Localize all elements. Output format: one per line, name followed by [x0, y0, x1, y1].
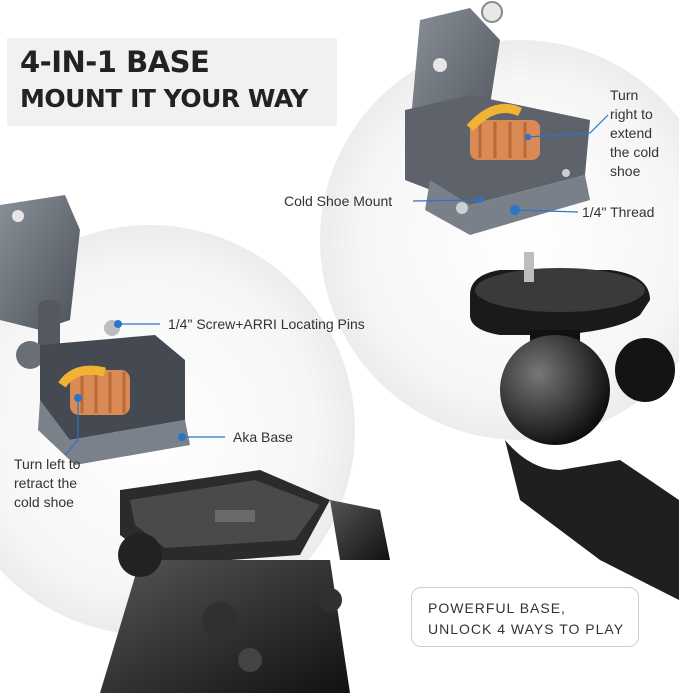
screw-pins-label: 1/4" Screw+ARRI Locating Pins	[168, 316, 365, 332]
turn-left-label: Turn left to retract the cold shoe	[14, 456, 81, 510]
headline-line-1: 4-IN-1 BASE	[20, 45, 210, 79]
leader-lines	[64, 114, 609, 456]
turn-right-label: Turn right to extend the cold shoe	[610, 87, 660, 179]
ball-head-assembly	[470, 252, 679, 600]
headline-box	[7, 38, 337, 126]
headline-line-2: MOUNT IT YOUR WAY	[20, 84, 308, 113]
feature-callout: POWERFUL BASE, UNLOCK 4 WAYS TO PLAY	[411, 587, 639, 647]
thread-label: 1/4" Thread	[582, 204, 655, 220]
aka-base-label: Aka Base	[233, 429, 293, 445]
callout-line-1: POWERFUL BASE,	[428, 600, 566, 616]
callout-line-2: UNLOCK 4 WAYS TO PLAY	[428, 621, 625, 637]
cold-shoe-mount-assembly	[405, 1, 590, 235]
fluid-head-assembly	[100, 470, 390, 693]
cold-shoe-mount-label: Cold Shoe Mount	[284, 193, 393, 209]
aka-base-assembly	[0, 195, 190, 465]
